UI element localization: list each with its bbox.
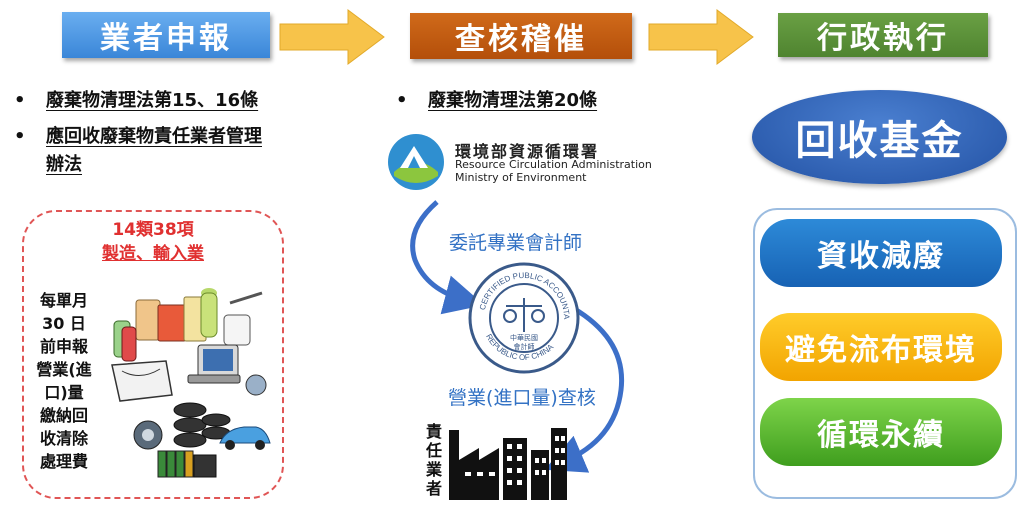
svg-text:中華民國: 中華民國	[510, 333, 538, 342]
category-industries: 製造、輸入業	[102, 244, 204, 264]
outcome-avoid-dispersal: 避免流布環境	[760, 313, 1002, 381]
factory-icon	[449, 428, 567, 500]
agency-logo-icon	[388, 134, 444, 190]
svg-text:會計師: 會計師	[514, 342, 535, 351]
recyclable-products-illustration	[111, 288, 271, 478]
monthly-declaration-note: 每單月 30 日 前申報 營業(進 口)量 繳納回 收清除 處理費	[36, 291, 92, 471]
cpa-delegation-label: 委託專業會計師	[449, 232, 583, 254]
outcome-circular-sustainability: 循環永續	[760, 398, 1002, 466]
import-volume-audit-label: 營業(進口量)查核	[448, 387, 596, 409]
audit-flow-arrows	[410, 200, 625, 473]
outcomes-frame	[753, 208, 1017, 499]
audit-law-bullet: •廢棄物清理法第20條	[396, 90, 598, 111]
cpa-seal-icon: CERTIFIED PUBLIC ACCOUNTANT REPUBLIC OF …	[466, 260, 580, 374]
arrow-right-icon	[648, 9, 754, 65]
law-bullet-2-cont: 辦法	[46, 154, 82, 175]
step-audit-header: 查核稽催	[410, 13, 632, 59]
category-box	[22, 210, 284, 499]
law-bullet-2: •應回收廢棄物責任業者管理	[14, 126, 262, 147]
recycling-fund-ellipse: 回收基金	[752, 90, 1007, 184]
responsible-industry-label: 責任業者	[426, 422, 443, 498]
agency-name-en: Resource Circulation Administration Mini…	[455, 158, 652, 184]
law-bullet-1: •廢棄物清理法第15、16條	[14, 90, 259, 111]
category-count: 14類38項	[112, 220, 194, 240]
outcome-resource-reduction: 資收減廢	[760, 219, 1002, 287]
step-declare-header: 業者申報	[62, 12, 270, 58]
arrow-right-icon	[279, 9, 385, 65]
agency-name-cn: 環境部資源循環署	[455, 142, 600, 161]
step-enforce-header: 行政執行	[778, 13, 988, 57]
